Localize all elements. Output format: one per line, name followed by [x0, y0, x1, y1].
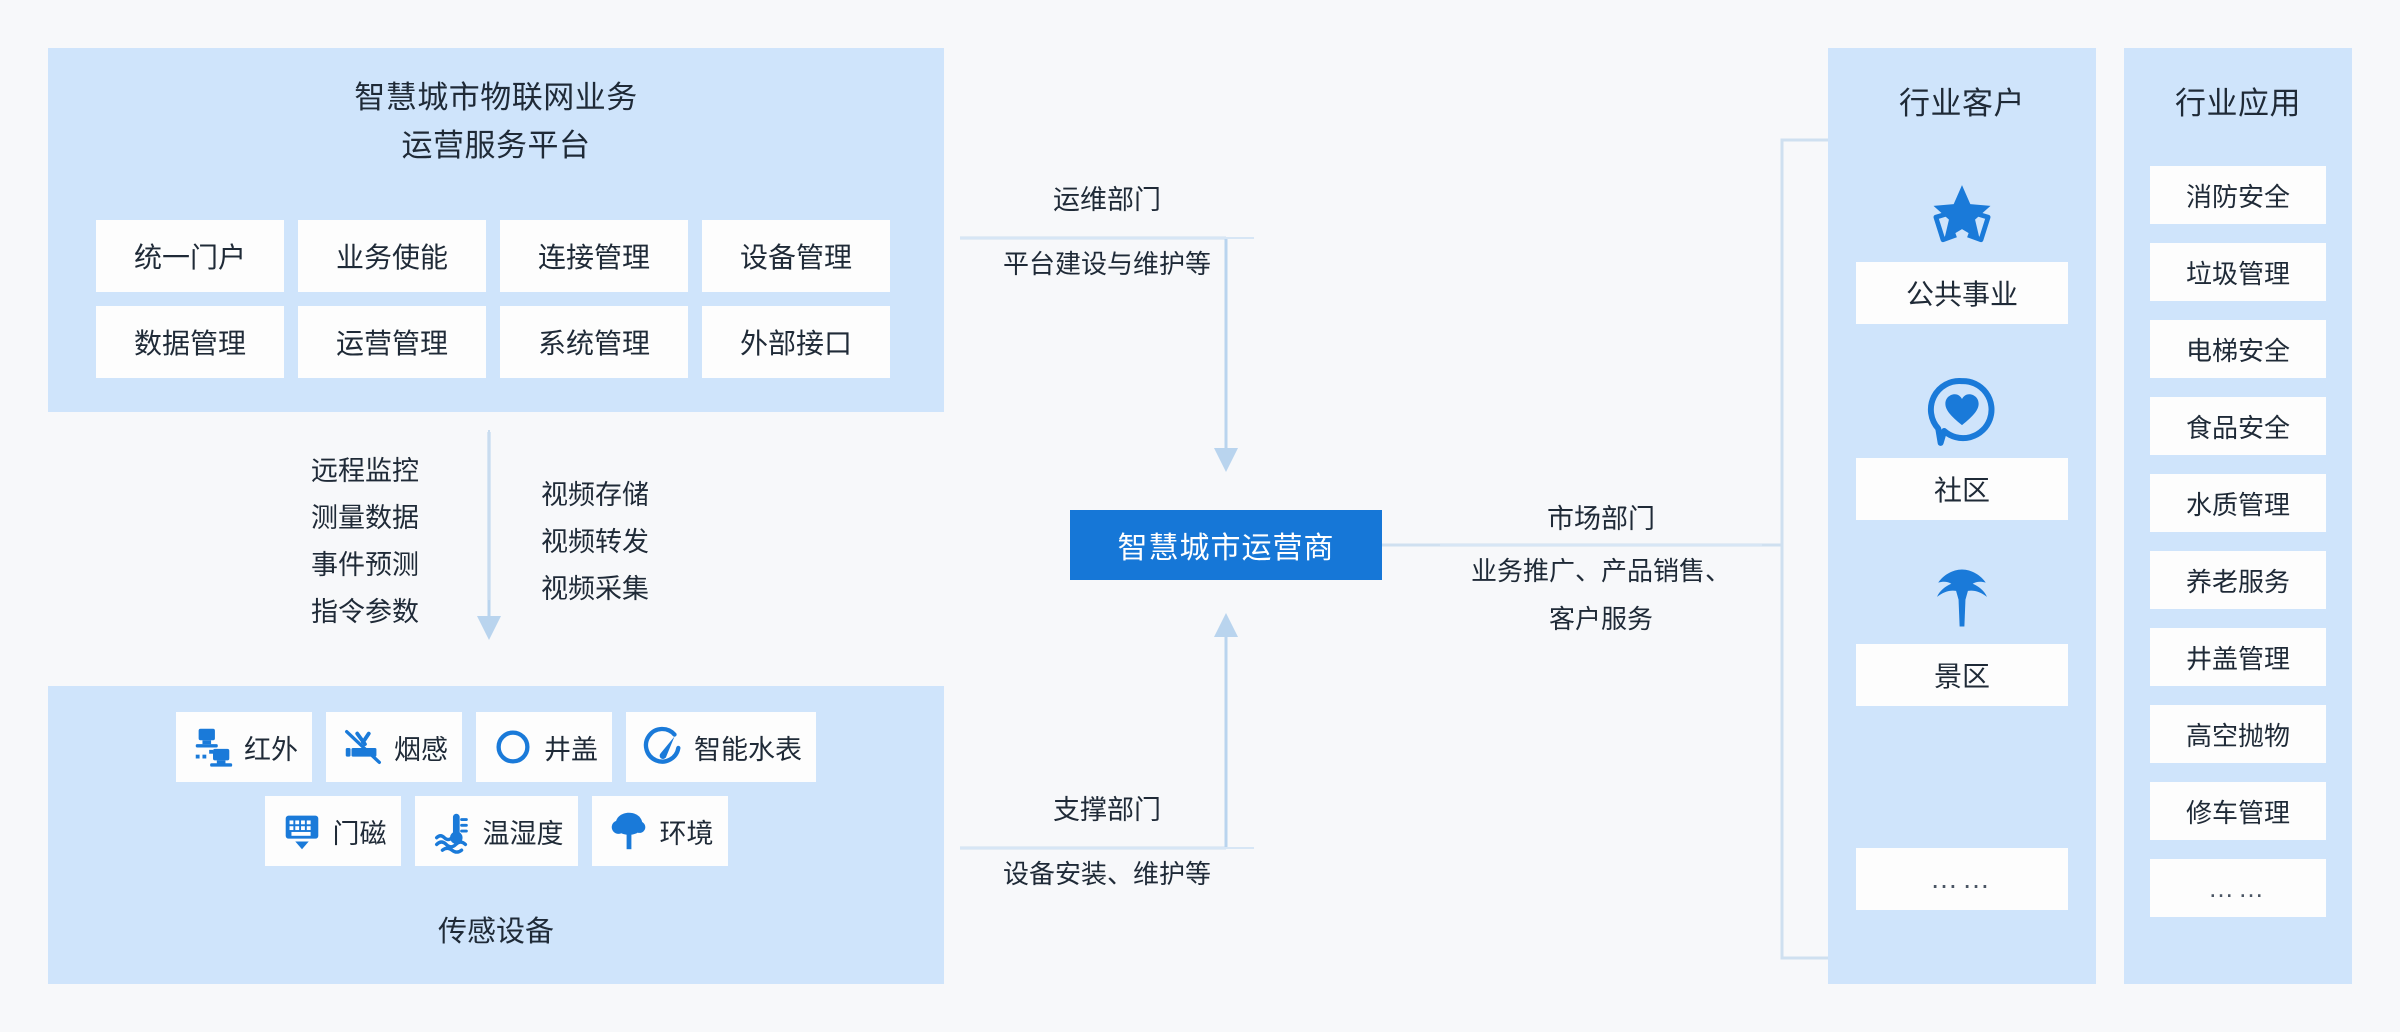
data-flow-item: 远程监控 [311, 456, 419, 486]
application-item[interactable]: 井盖管理 [2150, 628, 2326, 686]
data-flow-item: 视频存储 [541, 480, 649, 510]
downlink-data-list: 远程监控 测量数据 事件预测 指令参数 [290, 448, 440, 636]
customer-item-public-utility[interactable]: 公共事业 [1856, 170, 2068, 324]
customer-item-scenic[interactable]: 景区 [1856, 552, 2068, 706]
sensor-card-manhole[interactable]: 井盖 [476, 712, 612, 782]
sensor-label: 烟感 [394, 734, 448, 765]
sensor-card-water-meter[interactable]: 智能水表 [626, 712, 816, 782]
sensor-label: 井盖 [544, 734, 598, 765]
customer-label: 景区 [1856, 644, 2068, 706]
temperature-humidity-icon [434, 813, 468, 854]
platform-module[interactable]: 业务使能 [298, 220, 486, 292]
sensor-card-smoke[interactable]: 烟感 [326, 712, 462, 782]
market-department-sub-line2: 客户服务 [1548, 604, 1653, 634]
application-panel-title: 行业应用 [2175, 86, 2301, 121]
palm-tree-icon [1937, 569, 1987, 627]
application-list: 消防安全 垃圾管理 电梯安全 食品安全 水质管理 养老服务 井盖管理 高空抛物 … [2150, 166, 2326, 936]
platform-title-line1: 智慧城市物联网业务 [354, 80, 638, 115]
platform-module[interactable]: 外部接口 [702, 306, 890, 378]
application-item[interactable]: 电梯安全 [2150, 320, 2326, 378]
sensor-card-temp-humidity[interactable]: 温湿度 [414, 796, 578, 866]
application-item[interactable]: 修车管理 [2150, 782, 2326, 840]
star-wreath-icon [1933, 185, 1991, 243]
application-more-dots: …… [2150, 859, 2326, 917]
palm-tree-icon-wrap [1856, 552, 2068, 644]
sensor-card-door-magnet[interactable]: 门磁 [264, 796, 401, 866]
ops-department-sub: 平台建设与维护等 [1002, 249, 1211, 279]
sensor-row-2: 门磁 温湿度 [48, 796, 944, 866]
star-wreath-icon-wrap [1856, 170, 2068, 262]
sensor-row-1: 红外 烟感 井盖 [48, 712, 944, 782]
support-department-sub: 设备安装、维护等 [1002, 859, 1211, 889]
door-magnet-icon [285, 815, 318, 850]
sensor-label: 环境 [659, 818, 714, 849]
sensor-rows: 红外 烟感 井盖 [48, 712, 944, 880]
smoke-detector-icon [345, 729, 381, 765]
platform-module[interactable]: 运营管理 [298, 306, 486, 378]
platform-module-grid: 统一门户 业务使能 连接管理 设备管理 数据管理 运营管理 系统管理 外部接口 [96, 220, 890, 378]
sensor-label: 智能水表 [694, 734, 802, 765]
customer-label: 社区 [1856, 458, 2068, 520]
heart-bubble-icon-wrap [1856, 366, 2068, 458]
ops-department-head: 运维部门 [1053, 185, 1161, 215]
data-flow-item: 测量数据 [311, 503, 419, 533]
platform-module[interactable]: 连接管理 [500, 220, 688, 292]
application-item[interactable]: 食品安全 [2150, 397, 2326, 455]
application-item[interactable]: 养老服务 [2150, 551, 2326, 609]
city-operator-box[interactable]: 智慧城市运营商 [1070, 510, 1382, 580]
smart-water-meter-icon [643, 726, 681, 764]
platform-module[interactable]: 设备管理 [702, 220, 890, 292]
sensor-label: 红外 [244, 734, 298, 765]
market-department-head: 市场部门 [1547, 504, 1655, 534]
platform-panel: 智慧城市物联网业务 运营服务平台 统一门户 业务使能 连接管理 设备管理 数据管… [48, 48, 944, 412]
application-item[interactable]: 消防安全 [2150, 166, 2326, 224]
platform-module[interactable]: 系统管理 [500, 306, 688, 378]
customer-panel: 行业客户 公共事业 社区 [1828, 48, 2096, 984]
platform-module[interactable]: 统一门户 [96, 220, 284, 292]
application-item[interactable]: 水质管理 [2150, 474, 2326, 532]
application-item[interactable]: 高空抛物 [2150, 705, 2326, 763]
environment-tree-icon [611, 812, 645, 850]
data-flow-item: 视频采集 [541, 574, 649, 604]
customer-more-dots: …… [1856, 848, 2068, 910]
sensor-label: 温湿度 [482, 818, 564, 849]
video-data-list: 视频存储 视频转发 视频采集 [520, 472, 670, 613]
sensor-card-infrared[interactable]: 红外 [176, 712, 312, 782]
market-department-sub-line1: 业务推广、产品销售、 [1470, 556, 1731, 586]
sensor-card-environment[interactable]: 环境 [591, 796, 728, 866]
application-item[interactable]: 垃圾管理 [2150, 243, 2326, 301]
data-flow-item: 事件预测 [311, 550, 419, 580]
customer-label: 公共事业 [1856, 262, 2068, 324]
application-panel: 行业应用 消防安全 垃圾管理 电梯安全 食品安全 水质管理 养老服务 井盖管理 … [2124, 48, 2352, 984]
sensor-panel: 红外 烟感 井盖 [48, 686, 944, 984]
support-department-head: 支撑部门 [1053, 795, 1161, 825]
sensor-panel-caption: 传感设备 [437, 916, 554, 948]
manhole-cover-icon [496, 730, 530, 764]
platform-title: 智慧城市物联网业务 运营服务平台 [48, 48, 944, 170]
market-department-sub: 业务推广、产品销售、 客户服务 [1430, 547, 1772, 643]
platform-module[interactable]: 数据管理 [96, 306, 284, 378]
platform-title-line2: 运营服务平台 [401, 128, 591, 163]
customer-panel-title: 行业客户 [1899, 86, 2025, 121]
sensor-label: 门磁 [332, 818, 387, 849]
infrared-icon [195, 728, 233, 767]
heart-bubble-icon [1927, 378, 1995, 446]
data-flow-item: 指令参数 [311, 597, 419, 627]
customer-item-community[interactable]: 社区 [1856, 366, 2068, 520]
data-flow-item: 视频转发 [541, 527, 649, 557]
